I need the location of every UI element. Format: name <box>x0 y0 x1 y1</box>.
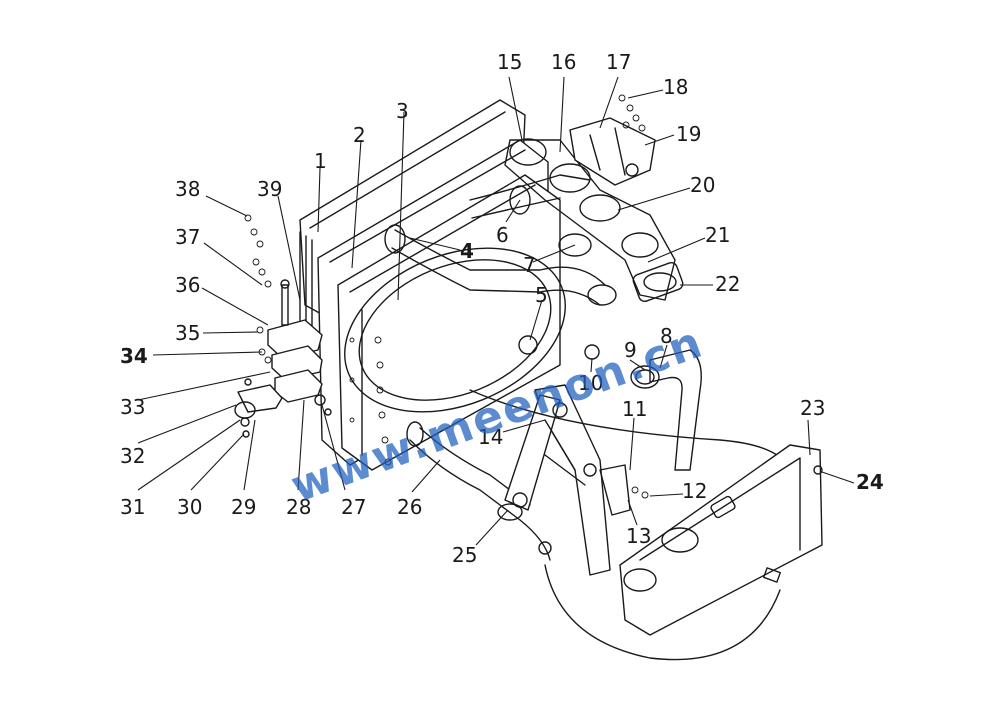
callout-31: 31 <box>120 495 145 519</box>
callout-18: 18 <box>663 75 688 99</box>
intake-hoses <box>504 138 684 303</box>
callout-12: 12 <box>682 479 707 503</box>
callout-16: 16 <box>551 50 576 74</box>
upper-pipes <box>384 174 617 306</box>
callout-32: 32 <box>120 444 145 468</box>
callout-23: 23 <box>800 396 825 420</box>
callout-19: 19 <box>676 122 701 146</box>
callout-13: 13 <box>626 524 651 548</box>
mount-bracket-top <box>569 94 656 186</box>
callout-20: 20 <box>690 173 715 197</box>
callout-35: 35 <box>175 321 200 345</box>
callout-28: 28 <box>286 495 311 519</box>
callout-4: 4 <box>460 239 474 263</box>
callout-14: 14 <box>478 425 503 449</box>
callout-22: 22 <box>715 272 740 296</box>
callout-3: 3 <box>396 99 409 123</box>
callout-8: 8 <box>660 324 673 348</box>
callout-26: 26 <box>397 495 422 519</box>
callout-27: 27 <box>341 495 366 519</box>
callout-39: 39 <box>257 177 282 201</box>
callout-labels: 1 2 3 4 5 6 7 8 9 10 11 12 13 14 15 16 1… <box>120 50 884 567</box>
leader-lines <box>137 76 855 546</box>
callout-34: 34 <box>120 344 148 368</box>
callout-15: 15 <box>497 50 522 74</box>
callout-1: 1 <box>314 149 327 173</box>
callout-36: 36 <box>175 273 200 297</box>
callout-24: 24 <box>856 470 884 494</box>
expansion-tank <box>619 444 823 636</box>
lower-ring <box>469 389 791 661</box>
callout-17: 17 <box>606 50 631 74</box>
callout-30: 30 <box>177 495 202 519</box>
callout-10: 10 <box>578 371 603 395</box>
callout-21: 21 <box>705 223 730 247</box>
callout-2: 2 <box>353 123 366 147</box>
callout-37: 37 <box>175 225 200 249</box>
fan-shroud <box>344 247 566 413</box>
left-mount-stack <box>234 214 332 438</box>
callout-38: 38 <box>175 177 200 201</box>
callout-29: 29 <box>231 495 256 519</box>
callout-11: 11 <box>622 397 647 421</box>
callout-6: 6 <box>496 223 509 247</box>
callout-33: 33 <box>120 395 145 419</box>
support-bracket <box>504 384 649 576</box>
lower-pipe <box>406 421 552 561</box>
callout-25: 25 <box>452 543 477 567</box>
callout-5: 5 <box>535 283 548 307</box>
callout-7: 7 <box>523 253 536 277</box>
callout-9: 9 <box>624 338 637 362</box>
